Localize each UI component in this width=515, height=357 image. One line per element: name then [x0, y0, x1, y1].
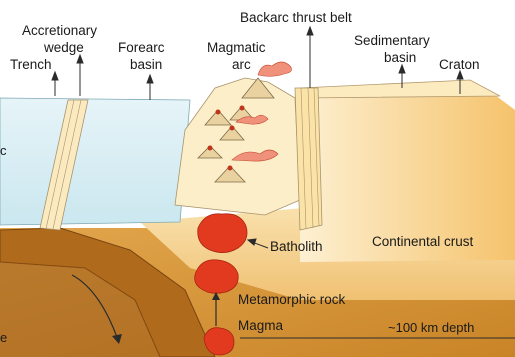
label-accretionary-line2: wedge — [43, 40, 84, 55]
label-trench: Trench — [10, 57, 52, 72]
label-forearc-line2: basin — [130, 57, 162, 72]
label-sedimentary-line2: basin — [384, 50, 416, 65]
label-continental-crust: Continental crust — [372, 234, 474, 249]
label-craton: Craton — [439, 57, 480, 72]
label-forearc-line1: Forearc — [118, 40, 165, 55]
label-metamorphic-rock: Metamorphic rock — [238, 292, 346, 307]
metamorphic-rock-blob — [195, 260, 239, 294]
backarc-thrust-belt — [295, 88, 322, 230]
label-left-edge-e: e — [0, 330, 7, 345]
label-magmatic-line2: arc — [232, 57, 251, 72]
label-magma: Magma — [238, 318, 284, 333]
label-batholith: Batholith — [270, 239, 323, 254]
sedimentary-surface — [300, 80, 500, 98]
label-accretionary-line1: Accretionary — [22, 23, 97, 38]
label-sedimentary-line1: Sedimentary — [354, 33, 430, 48]
label-backarc: Backarc thrust belt — [240, 10, 352, 25]
label-left-edge-c: c — [0, 143, 7, 158]
ocean-water — [0, 98, 190, 225]
label-depth: ~100 km depth — [388, 320, 474, 335]
batholith-blob — [198, 214, 247, 253]
magmatic-arc-terrain — [175, 78, 300, 215]
label-magmatic-line1: Magmatic — [207, 40, 266, 55]
